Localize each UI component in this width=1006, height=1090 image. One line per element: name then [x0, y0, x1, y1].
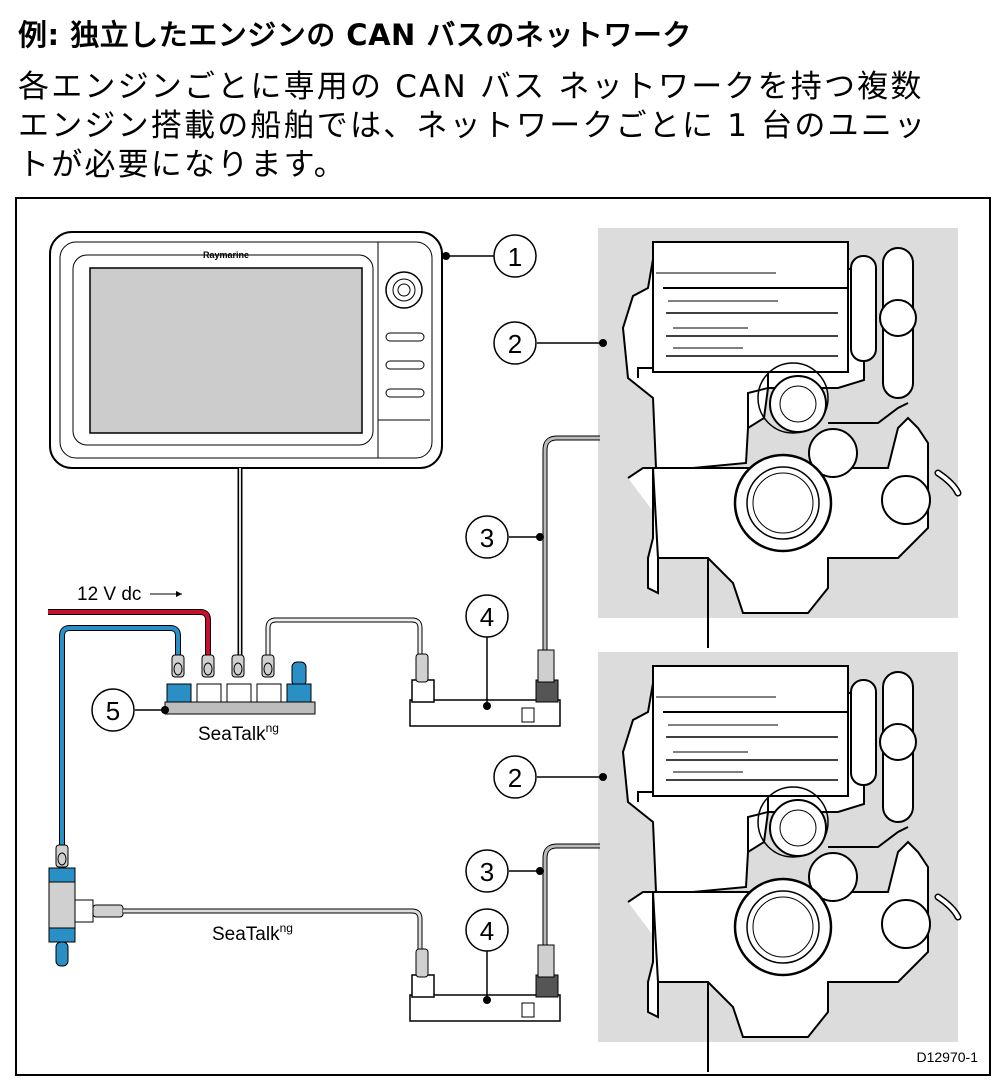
callout-3-bottom: [465, 849, 509, 893]
spur-cable-top: [266, 618, 422, 660]
callout-2-top: [493, 321, 537, 365]
svg-text:2: 2: [508, 329, 522, 359]
seatalk-backbone: [164, 654, 316, 715]
callout-1-label: 1: [508, 242, 522, 272]
callout-2-bottom: [493, 755, 537, 799]
svg-text:4: 4: [480, 602, 494, 632]
callout-1: [493, 234, 537, 278]
arrow-right-icon: [176, 591, 182, 597]
brand-logo: Raymarine: [203, 250, 249, 260]
callout-4-bottom: [465, 908, 509, 952]
body-line: トが必要になります。: [18, 147, 347, 183]
backbone-cable: [60, 626, 180, 845]
svg-text:5: 5: [106, 696, 120, 726]
multifunction-display: Raymarine: [49, 231, 443, 469]
callout-4-top: [465, 594, 509, 638]
display-button: [385, 332, 425, 342]
interface-unit-bottom: [409, 944, 561, 1022]
svg-text:4: 4: [480, 916, 494, 946]
svg-text:3: 3: [480, 857, 494, 887]
diagram-frame: [15, 197, 991, 1076]
seatalk-label-2: SeaTalkng: [212, 921, 293, 945]
svg-text:3: 3: [480, 523, 494, 553]
engine-cable-top: [543, 436, 600, 670]
svg-text:2: 2: [508, 763, 522, 793]
callout-3-top: [465, 515, 509, 559]
display-screen: [89, 267, 363, 434]
figure-id: D12970-1: [917, 1049, 979, 1065]
engine-top: [598, 228, 958, 648]
body-line: エンジン搭載の船舶では、ネットワークごとに 1 台のユニッ: [18, 108, 928, 144]
display-button: [385, 360, 425, 370]
rotary-knob-icon: [385, 271, 423, 309]
page-heading: 例: 独立したエンジンの CAN バスのネットワーク: [18, 18, 692, 52]
display-button: [385, 388, 425, 398]
t-piece-connector: [48, 844, 124, 967]
power-cable: [48, 610, 210, 660]
interface-unit-top: [409, 649, 561, 727]
body-paragraph: 各エンジンごとに専用の CAN バス ネットワークを持つ複数 エンジン搭載の船舶…: [18, 68, 993, 185]
engine-cable-bottom: [543, 844, 600, 960]
power-label: 12 V dc: [77, 584, 141, 605]
callout-5: [91, 688, 135, 732]
body-line: 各エンジンごとに専用の CAN バス ネットワークを持つ複数: [18, 69, 924, 105]
terminator-icon: [291, 661, 307, 687]
spur-cable-bottom: [123, 909, 422, 960]
seatalk-label-1: SeaTalkng: [198, 721, 279, 745]
engine-bottom: [598, 652, 958, 1072]
